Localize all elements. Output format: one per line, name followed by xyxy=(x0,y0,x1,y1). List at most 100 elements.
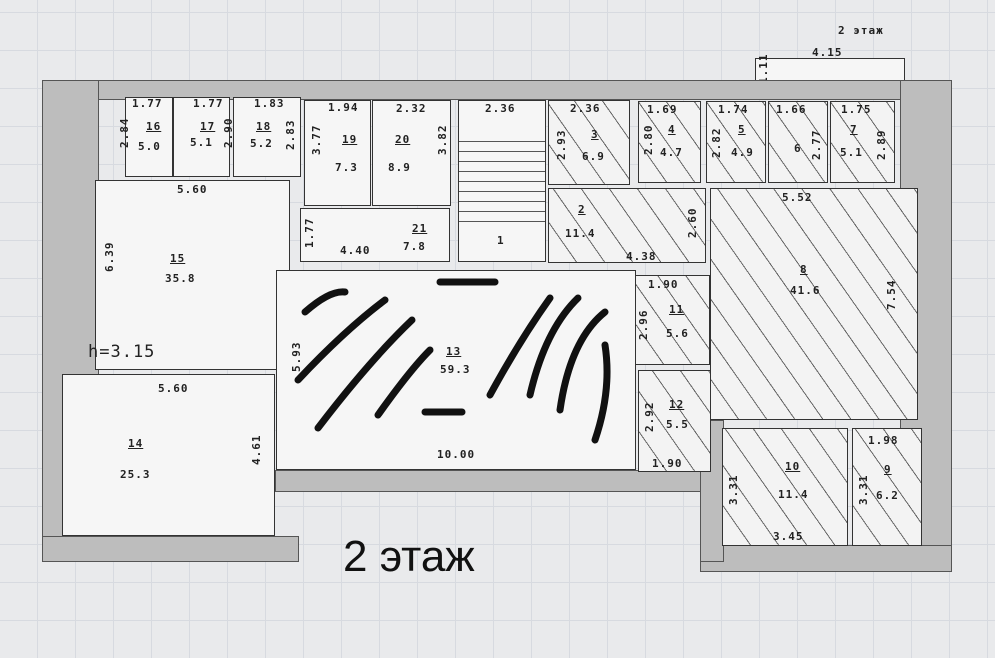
dim: 4.40 xyxy=(340,244,371,257)
dim: 5.60 xyxy=(158,382,189,395)
room-area: 4.9 xyxy=(731,146,754,159)
room-6 xyxy=(768,101,828,183)
dim: 3.45 xyxy=(773,530,804,543)
dim: 2.92 xyxy=(643,401,656,433)
marker-stroke xyxy=(556,308,609,414)
room-area: 6.9 xyxy=(582,150,605,163)
room-number: 11 xyxy=(669,303,685,316)
dim: 3.31 xyxy=(727,474,740,506)
room-number: 4 xyxy=(668,123,676,136)
room-18 xyxy=(233,97,301,177)
dim: 1.83 xyxy=(254,97,285,110)
dim: 2.36 xyxy=(485,102,516,115)
dim: 2.32 xyxy=(396,102,427,115)
marker-stroke xyxy=(526,294,582,399)
room-5 xyxy=(706,101,766,183)
dim: 2.77 xyxy=(810,129,823,161)
room-number: 15 xyxy=(170,252,186,265)
dim: 1.77 xyxy=(193,97,224,110)
ceiling-height: h=3.15 xyxy=(88,342,156,362)
room-19 xyxy=(304,100,371,206)
dim: 2.36 xyxy=(570,102,601,115)
dim: 1.74 xyxy=(718,103,749,116)
dim: 4.38 xyxy=(626,250,657,263)
room-number: 13 xyxy=(446,345,462,358)
floor-caption: 2 этаж xyxy=(343,532,475,581)
room-20 xyxy=(372,100,451,206)
dim: 5.60 xyxy=(177,183,208,196)
room-number: 8 xyxy=(800,263,808,276)
room-area: 5.2 xyxy=(250,137,273,150)
marker-stroke xyxy=(591,341,611,444)
room-16 xyxy=(125,97,173,177)
room-2 xyxy=(548,188,706,263)
room-number: 12 xyxy=(669,398,685,411)
room-area: 5.0 xyxy=(138,140,161,153)
room-number: 14 xyxy=(128,437,144,450)
room-area: 11.4 xyxy=(778,488,809,501)
dim: 1.90 xyxy=(648,278,679,291)
room-12 xyxy=(638,370,711,472)
room-area: 25.3 xyxy=(120,468,151,481)
room-area: 5.5 xyxy=(666,418,689,431)
room-11 xyxy=(635,275,710,365)
room-number: 9 xyxy=(884,463,892,476)
room-number: 5 xyxy=(738,123,746,136)
room-area: 5.1 xyxy=(190,136,213,149)
room-7 xyxy=(830,101,895,183)
room-8 xyxy=(710,188,918,420)
room-4 xyxy=(638,101,701,183)
room-area: 4.7 xyxy=(660,146,683,159)
dim: 1.69 xyxy=(647,103,678,116)
stairwell-1 xyxy=(458,100,546,262)
marker-stroke xyxy=(374,346,434,419)
room-area: 11.4 xyxy=(565,227,596,240)
marker-stroke xyxy=(314,316,416,432)
dim: 2.96 xyxy=(637,309,650,341)
dim: 2.82 xyxy=(710,127,723,159)
wall xyxy=(700,545,952,572)
dim: 5.52 xyxy=(782,191,813,204)
room-number: 19 xyxy=(342,133,358,146)
room-area: 41.6 xyxy=(790,284,821,297)
room-number: 20 xyxy=(395,133,411,146)
dim: 1.90 xyxy=(652,457,683,470)
room-area: 8.9 xyxy=(388,161,411,174)
marker-stroke xyxy=(294,296,389,384)
dim: 1.66 xyxy=(776,103,807,116)
room-area: 5.6 xyxy=(666,327,689,340)
room-number: 17 xyxy=(200,120,216,133)
wall xyxy=(42,536,299,562)
room-number: 1 xyxy=(497,234,505,247)
dim: 2.93 xyxy=(555,129,568,161)
floor-label: 2 этаж xyxy=(838,24,884,37)
dim: 4.15 xyxy=(812,46,843,59)
marker-stroke xyxy=(301,288,349,316)
room-number: 10 xyxy=(785,460,801,473)
room-area: 35.8 xyxy=(165,272,196,285)
dim: 3.31 xyxy=(857,474,870,506)
room-number: 18 xyxy=(256,120,272,133)
room-area: 5.1 xyxy=(840,146,863,159)
room-3 xyxy=(548,100,630,185)
room-number: 16 xyxy=(146,120,162,133)
dim: 2.60 xyxy=(686,207,699,239)
room-17 xyxy=(173,97,230,177)
room-21 xyxy=(300,208,450,262)
dim: 7.54 xyxy=(885,279,898,311)
room-area: 6.2 xyxy=(876,489,899,502)
dim: 1.77 xyxy=(132,97,163,110)
room-area: 7.3 xyxy=(335,161,358,174)
room-number: 2 xyxy=(578,203,586,216)
room-9 xyxy=(852,428,922,546)
marker-stroke xyxy=(486,294,554,399)
dim: 1.75 xyxy=(841,103,872,116)
dim: 2.89 xyxy=(875,129,888,161)
room-number: 6 xyxy=(794,142,802,155)
dim: 2.80 xyxy=(642,124,655,156)
room-10 xyxy=(722,428,848,546)
room-number: 3 xyxy=(591,128,599,141)
room-area: 7.8 xyxy=(403,240,426,253)
